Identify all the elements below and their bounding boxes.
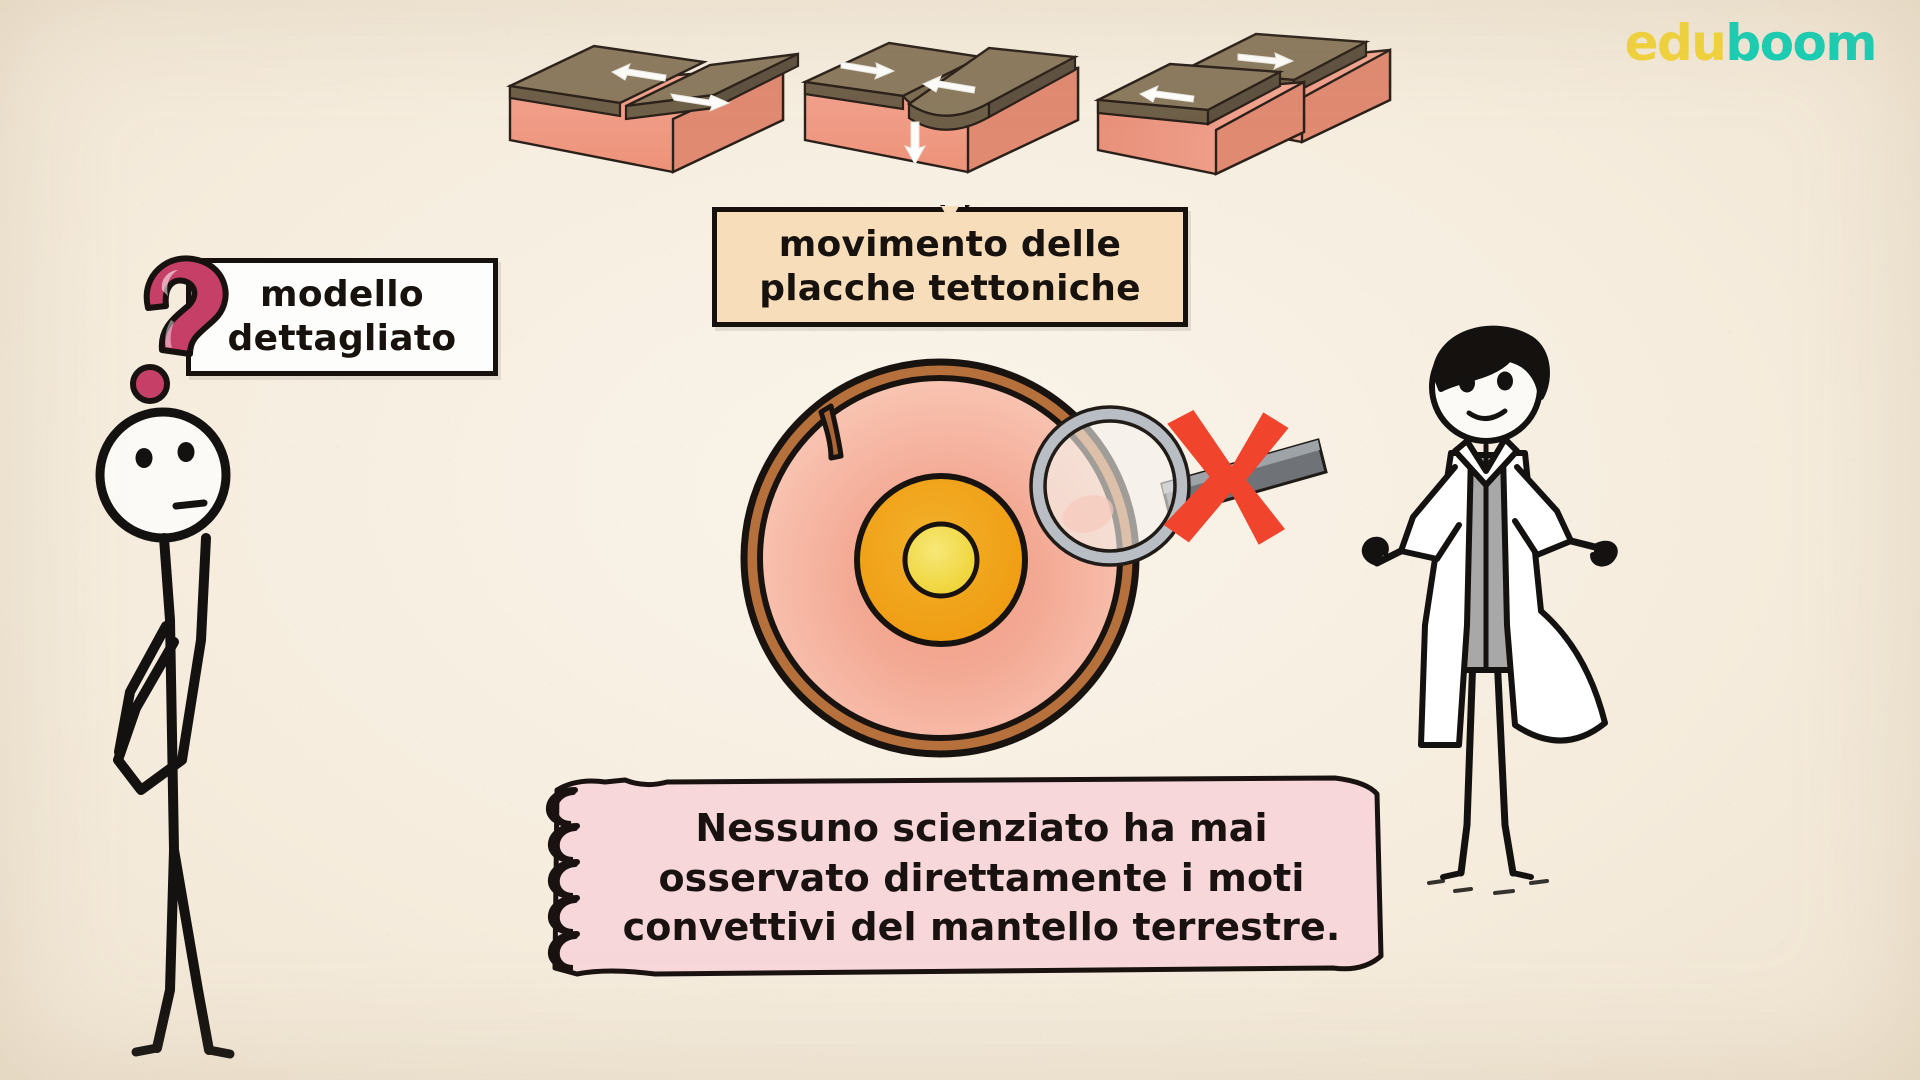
- arrow-left: [921, 75, 976, 94]
- callout-movimento-text: movimento delle placche tettoniche: [759, 223, 1140, 311]
- plate-block-divergent: [505, 44, 800, 174]
- arrow-right: [1237, 52, 1295, 70]
- tectonic-plate-diagrams: [505, 24, 1392, 184]
- question-mark-icon: [118, 250, 248, 410]
- note-line-2: osservato direttamente i moti: [658, 855, 1305, 900]
- note-paper-shape: [515, 768, 1390, 983]
- eduboom-logo: eduboom: [1625, 18, 1878, 68]
- callout-modello-line2: dettagliato: [227, 318, 457, 359]
- callout-modello-line1: modello: [260, 274, 424, 316]
- crust-crack: [818, 403, 844, 461]
- note-text-block: Nessuno scienziato ha mai osservato dire…: [595, 784, 1368, 973]
- note-nessuno-scienziato: Nessuno scienziato ha mai osservato dire…: [515, 768, 1390, 983]
- magnifying-glass-with-cross: [1029, 400, 1360, 610]
- logo-boom-text: boom: [1725, 14, 1877, 72]
- plate-block-transform: [1093, 32, 1392, 176]
- logo-edu-text: edu: [1624, 14, 1727, 72]
- magnifier-ring: [1031, 407, 1189, 565]
- callout-modello-dettagliato: modello dettagliato: [186, 258, 498, 376]
- callout-modello-text: modello dettagliato: [228, 273, 457, 361]
- callout-movimento-placche: movimento delle placche tettoniche: [712, 205, 1188, 327]
- note-line-1: Nessuno scienziato ha mai: [695, 806, 1268, 851]
- callout-movimento-line2: placche tettoniche: [759, 268, 1141, 309]
- arrow-right: [670, 93, 731, 112]
- red-cross-icon: [1163, 409, 1289, 545]
- note-line-3: convettivi del mantello terrestre.: [622, 905, 1341, 950]
- arrow-down: [903, 121, 927, 166]
- plate-block-convergent: [800, 41, 1080, 174]
- callout-movimento-line1: movimento delle: [778, 224, 1122, 266]
- inner-core: [902, 521, 980, 599]
- arrow-left: [610, 63, 667, 82]
- arrow-left: [1138, 85, 1195, 103]
- arrow-right: [840, 61, 896, 80]
- thinking-stick-figure: [78, 290, 358, 1060]
- scientist-stick-figure: [1355, 325, 1655, 895]
